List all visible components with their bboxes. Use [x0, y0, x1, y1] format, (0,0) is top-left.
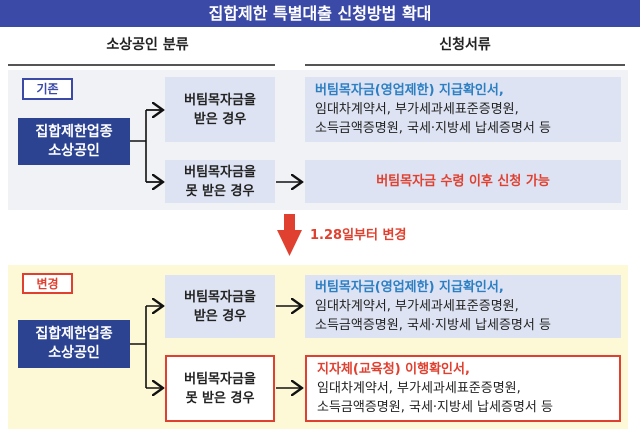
subject-line: 집합제한업종: [35, 123, 113, 140]
case-line: 받은 경우: [193, 111, 247, 127]
doc-notice: 버팀목자금 수령 이후 신청 가능: [376, 174, 550, 189]
case-line: 버팀목자금을: [184, 92, 256, 108]
doc-line: 소득금액증명원, 국세·지방세 납세증명서 등: [315, 121, 551, 136]
change-label: 1.28일부터 변경: [310, 228, 407, 243]
page-title: 집합제한 특별대출 신청방법 확대: [0, 0, 640, 27]
subject-line: 소상공인: [48, 142, 100, 159]
doc-highlight: 버팀목자금(영업제한) 지급확인서,: [315, 83, 504, 98]
after-tag: 변경: [22, 273, 73, 294]
docs-not-received: 지자체(교육청) 이행확인서, 임대차계약서, 부가세과세표준증명원, 소득금액증명…: [305, 355, 621, 422]
case-line: 버팀목자금을: [184, 164, 256, 180]
branch-connector: [130, 306, 147, 388]
down-arrow-icon: [277, 214, 302, 256]
doc-line: 소득금액증명원, 국세·지방세 납세증명서 등: [317, 400, 553, 415]
case-line: 못 받은 경우: [185, 183, 255, 199]
doc-highlight: 지자체(교육청) 이행확인서,: [317, 362, 470, 377]
divider: [305, 64, 625, 66]
branch-connector: [130, 109, 163, 183]
case-line: 못 받은 경우: [185, 390, 255, 406]
before-tag: 기존: [22, 78, 73, 100]
docs-received: 버팀목자금(영업제한) 지급확인서, 임대차계약서, 부가세과세표준증명원, 소득금…: [305, 275, 621, 338]
case-line: 받은 경우: [193, 308, 247, 324]
doc-line: 임대차계약서, 부가세과세표준증명원,: [315, 102, 519, 117]
case-line: 버팀목자금을: [184, 289, 256, 305]
subject-line: 소상공인: [48, 345, 100, 361]
doc-line: 임대차계약서, 부가세과세표준증명원,: [317, 381, 521, 396]
doc-line: 임대차계약서, 부가세과세표준증명원,: [315, 299, 519, 314]
case-line: 버팀목자금을: [184, 371, 256, 387]
subject-line: 집합제한업종: [35, 326, 113, 342]
header-documents: 신청서류: [439, 37, 491, 53]
docs-received: 버팀목자금(영업제한) 지급확인서, 임대차계약서, 부가세과세표준증명원, 소득금…: [305, 77, 621, 142]
docs-not-received: 버팀목자금 수령 이후 신청 가능: [305, 160, 621, 203]
doc-highlight: 버팀목자금(영업제한) 지급확인서,: [315, 280, 504, 295]
header-classification: 소상공인 분류: [106, 37, 189, 53]
doc-line: 소득금액증명원, 국세·지방세 납세증명서 등: [315, 318, 551, 333]
divider: [8, 64, 275, 66]
